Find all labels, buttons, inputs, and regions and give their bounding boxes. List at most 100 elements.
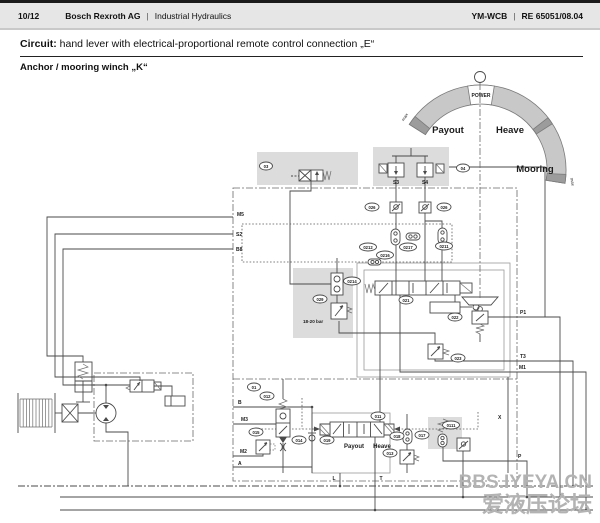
watermark-line2: 爱液压论坛: [482, 492, 592, 517]
port-l: L: [332, 476, 335, 482]
max-right-label: max: [569, 177, 575, 187]
ref-017: 017: [414, 430, 430, 440]
port-m3: M3: [241, 417, 248, 423]
port-s3-label: S3: [393, 180, 399, 186]
svg-text:0211: 0211: [439, 244, 449, 249]
ref-0217: 0217: [399, 242, 417, 252]
svg-text:022: 022: [452, 315, 460, 320]
brake-control-valve: [125, 379, 162, 393]
port-b8: B8: [236, 247, 243, 253]
ref-0211: 0211: [435, 241, 453, 251]
header-separator: |: [146, 10, 149, 21]
circuit-title-text: hand lever with electrical-proportional …: [56, 38, 375, 50]
ref-018: 018: [389, 431, 405, 441]
page-number: 10/12: [18, 10, 40, 21]
product-code: YM-WCB: [471, 10, 508, 21]
port-x: X: [498, 415, 502, 421]
reducing-valve-015: [255, 439, 276, 455]
counterbalance-012: [275, 398, 291, 443]
proportional-valve-011: [319, 421, 395, 438]
brand-name: Bosch Rexroth AG: [65, 10, 141, 21]
pressure-valve-18-20bar: [330, 302, 353, 320]
ref-03: 03: [259, 161, 273, 171]
winch-drum: [17, 393, 56, 433]
pressure-range-label: 18-20 bar: [303, 319, 323, 324]
ref-029: 029: [312, 294, 328, 304]
circuit-title: Circuit: hand lever with electrical-prop…: [20, 38, 583, 57]
svg-text:026: 026: [441, 205, 449, 210]
lever-console: POWER Payout Heave Mooring max max: [400, 71, 576, 300]
reference-callouts: 03 04 026 026 0212 0217 0211 0216 0214 0…: [247, 161, 470, 458]
svg-text:04: 04: [461, 166, 466, 171]
port-a: A: [238, 461, 242, 467]
svg-text:021: 021: [403, 298, 411, 303]
dual-check-0214: [330, 272, 344, 296]
main-control-valve-021: [364, 280, 480, 314]
ref-023: 023: [450, 353, 466, 363]
circuit-title-label: Circuit:: [20, 38, 57, 50]
shaded-areas: [257, 147, 462, 449]
ref-0111: 0111: [442, 420, 460, 430]
lever-pilot-valve-022: [461, 296, 499, 342]
ref-0214: 0214: [343, 276, 361, 286]
heave-valve-label: Heave: [373, 444, 391, 450]
ref-011: 011: [370, 411, 386, 421]
header-right: YM-WCB | RE 65051/08.04: [471, 11, 583, 21]
ref-022: 022: [447, 312, 463, 322]
svg-text:0217: 0217: [403, 245, 413, 250]
heave-zone-label: Heave: [496, 125, 524, 136]
check-valve-bottom-right: [456, 437, 471, 452]
ref-01: 01: [247, 382, 261, 392]
payout-zone-label: Payout: [432, 125, 465, 136]
relief-valve-013: [399, 449, 420, 465]
svg-text:014: 014: [296, 438, 304, 443]
port-t: T: [379, 476, 382, 482]
brake-cylinder: [74, 361, 93, 403]
svg-text:015: 015: [253, 430, 261, 435]
shuttle-valves: [367, 227, 448, 266]
port-m5: M5: [237, 212, 244, 218]
mooring-zone-label: Mooring: [516, 164, 554, 175]
winch-drive-unit: [17, 361, 186, 433]
pilot-valve-03: [298, 169, 332, 182]
svg-text:023: 023: [455, 356, 463, 361]
header-left: 10/12 Bosch Rexroth AG | Industrial Hydr…: [18, 11, 231, 21]
port-t3: T3: [520, 354, 526, 360]
svg-text:0111: 0111: [447, 423, 457, 428]
port-s2: S2: [236, 232, 242, 238]
svg-text:017: 017: [419, 433, 427, 438]
svg-text:0214: 0214: [347, 279, 357, 284]
port-m2: M2: [240, 449, 247, 455]
ref-026-right: 026: [436, 202, 452, 212]
page-header: 10/12 Bosch Rexroth AG | Industrial Hydr…: [0, 3, 600, 30]
port-p1: P1: [520, 310, 526, 316]
payout-valve-label: Payout: [344, 444, 364, 450]
port-p: P: [518, 454, 522, 460]
svg-text:01: 01: [252, 385, 257, 390]
svg-text:019: 019: [324, 438, 332, 443]
lever-handle: [474, 71, 486, 83]
watermark: BBS.IYEYA.CN 爱液压论坛: [459, 472, 592, 517]
port-m1: M1: [519, 365, 526, 371]
check-valve-019: [308, 432, 316, 442]
svg-text:012: 012: [264, 394, 272, 399]
relief-valve-023: [427, 343, 451, 360]
ref-012: 012: [259, 391, 275, 401]
ref-021: 021: [398, 295, 414, 305]
ref-013: 013: [382, 448, 398, 458]
port-b: B: [238, 400, 242, 406]
ref-04: 04: [456, 163, 470, 173]
max-left-label: max: [400, 112, 409, 122]
spring-cartridge-0111: [436, 418, 450, 448]
svg-text:03: 03: [264, 164, 269, 169]
hydraulic-lines: [18, 148, 593, 512]
header-separator-2: |: [513, 10, 516, 21]
svg-text:018: 018: [394, 434, 402, 439]
solenoid-valves-04: S3 S4: [378, 162, 445, 186]
orifice-014: [279, 442, 287, 452]
ref-014: 014: [291, 435, 307, 445]
svg-text:011: 011: [375, 414, 382, 419]
circuit-subtitle: Anchor / mooring winch „K“: [20, 62, 148, 73]
brake-piston: [164, 395, 186, 407]
